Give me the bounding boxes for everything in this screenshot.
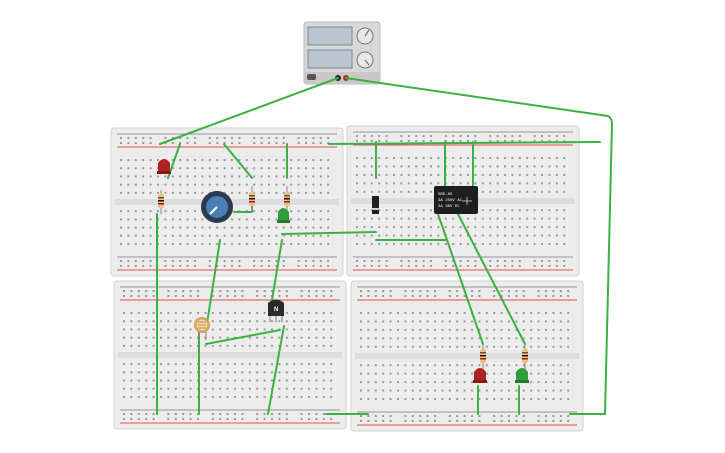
potentiometer[interactable] <box>201 191 233 223</box>
resistor-led-green-bottom[interactable] <box>522 344 528 370</box>
wires <box>156 77 613 415</box>
wire-ldr-to-pot[interactable] <box>205 239 221 331</box>
transistor-npn[interactable]: N <box>268 299 284 323</box>
wire-psu-to-top-rail[interactable] <box>159 77 339 145</box>
breadboard-bottom-right[interactable] <box>350 280 584 432</box>
wire-ldr-to-transistor[interactable] <box>205 329 281 345</box>
transistor-label: N <box>274 307 278 313</box>
relay-dc-rating-text: 3A 30V DC <box>438 205 460 209</box>
wire-transistor-emitter[interactable] <box>267 325 285 415</box>
led-red-bottom[interactable] <box>473 368 487 383</box>
resistor-led-top[interactable] <box>158 190 164 214</box>
led-green-top[interactable] <box>277 208 290 223</box>
resistor-led-red-bottom[interactable] <box>480 344 486 370</box>
relay-model-text: SRD-05 <box>438 193 453 197</box>
resistor-pot[interactable] <box>249 186 255 212</box>
photoresistor[interactable] <box>194 317 210 340</box>
wire-middle-bus[interactable] <box>281 231 377 235</box>
breadboard-bottom-left[interactable] <box>113 280 347 430</box>
wire-psu-to-right-rail[interactable] <box>345 77 613 415</box>
diode[interactable] <box>372 196 379 214</box>
wire-relay-to-led2[interactable] <box>457 213 526 345</box>
led-red-top[interactable] <box>157 159 171 174</box>
wire-transistor-base[interactable] <box>271 239 283 301</box>
wire-top-link[interactable] <box>328 141 601 145</box>
relay-ac-rating-text: 3A 250V AC <box>438 199 463 203</box>
wire-res1-top[interactable] <box>223 143 253 179</box>
led-green-bottom[interactable] <box>515 368 529 383</box>
power-supply[interactable] <box>303 21 381 85</box>
wire-relay-to-led1[interactable] <box>437 213 484 345</box>
resistor-green-led[interactable] <box>284 186 290 212</box>
relay[interactable]: SRD-05 3A 250V AC 3A 30V DC <box>434 186 478 214</box>
